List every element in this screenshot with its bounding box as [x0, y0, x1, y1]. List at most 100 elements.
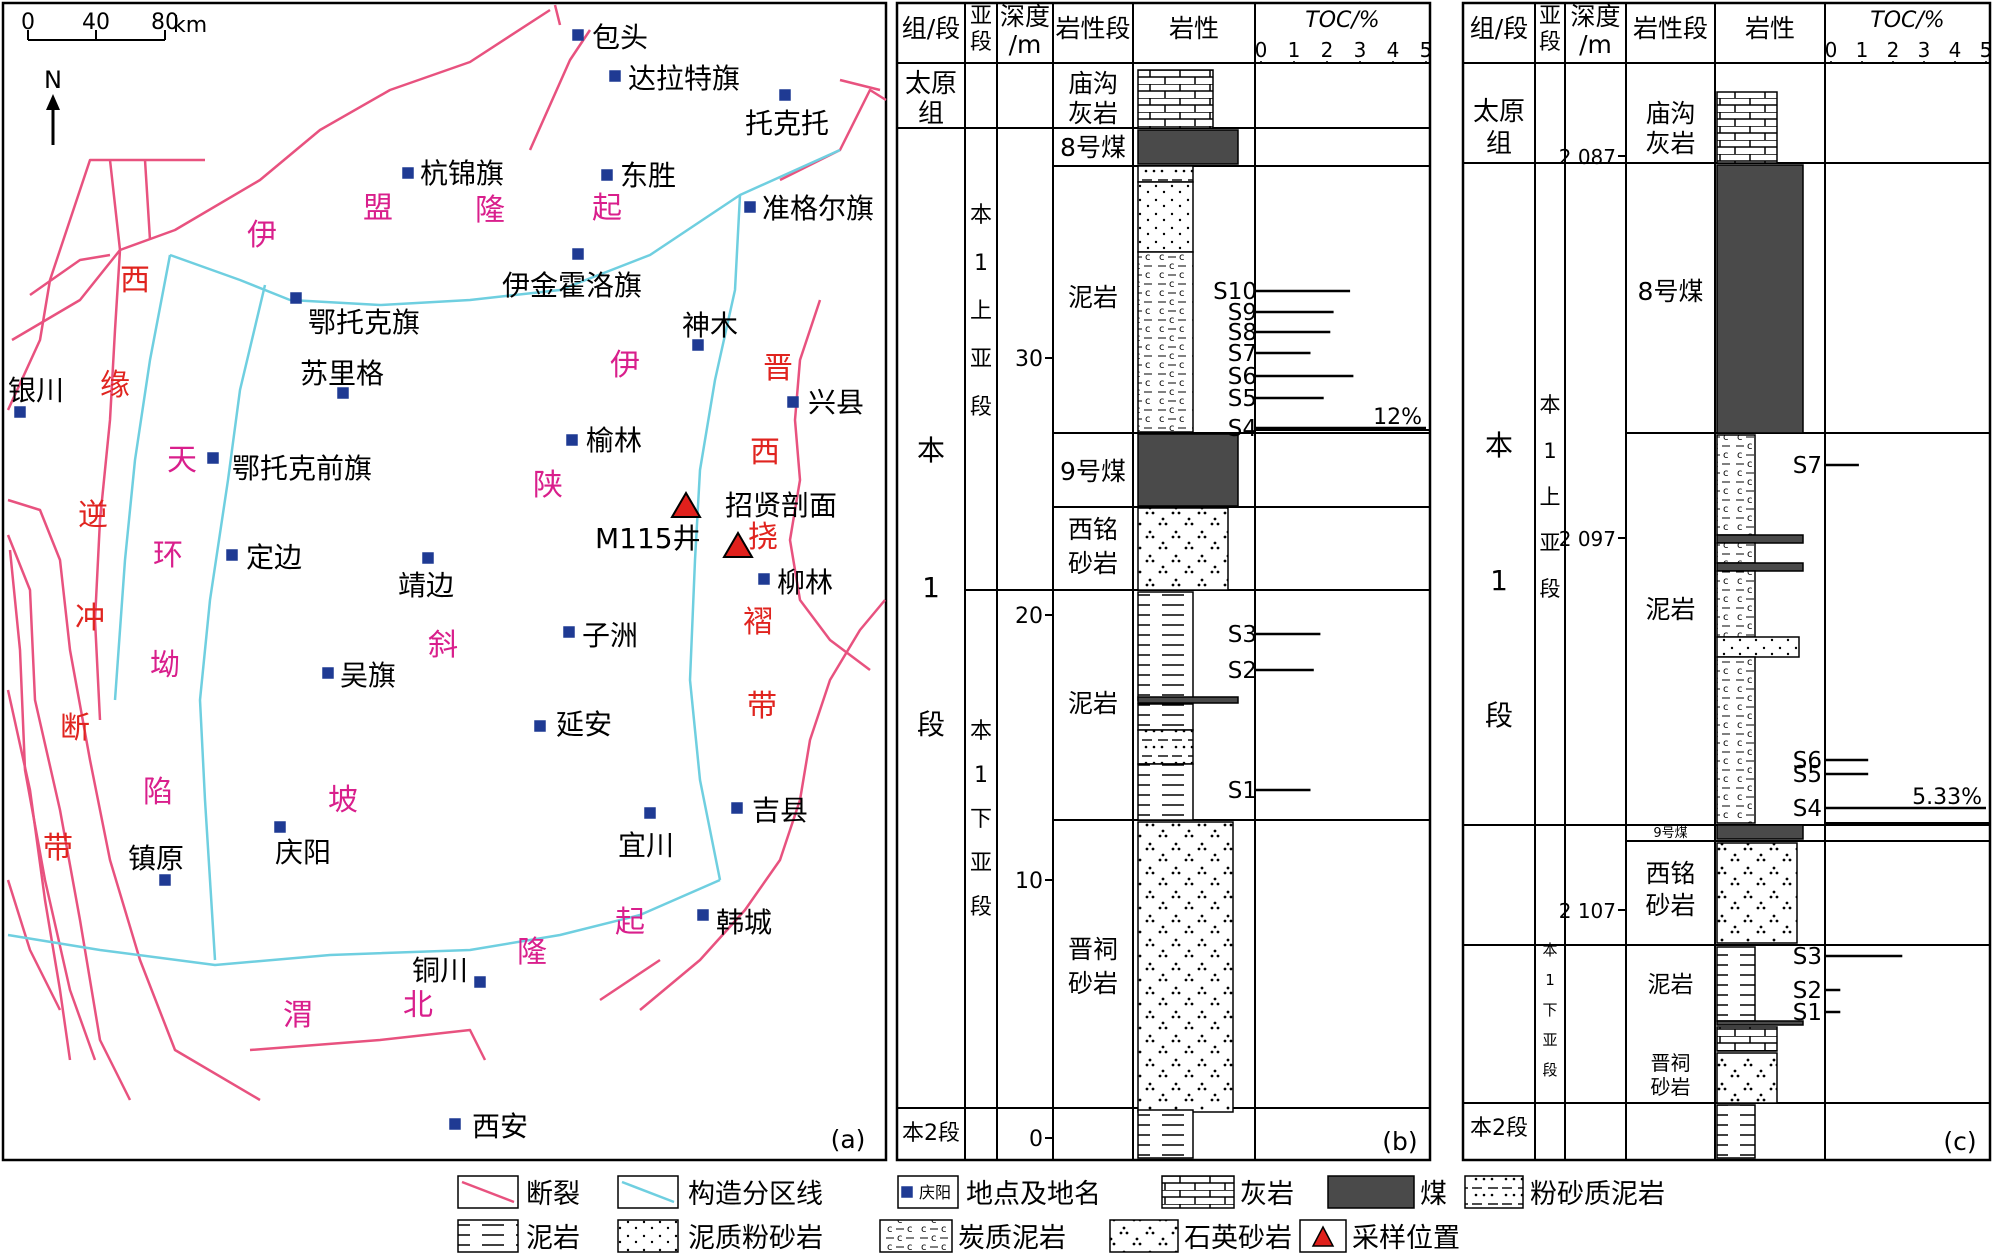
member-below-label: 本2段 — [1470, 1116, 1528, 1141]
submember-label: 段 — [1542, 1061, 1557, 1079]
submember-label: 本 — [970, 719, 992, 744]
lith-unit-label: 9号煤 — [1060, 457, 1126, 486]
legend-label: 地点及地名 — [966, 1179, 1101, 1210]
region-label: 挠 — [748, 520, 778, 555]
tectonic-boundary-line — [198, 284, 267, 961]
lith-unit-label: 8号煤 — [1060, 133, 1126, 162]
scale-tick-label: 40 — [82, 10, 110, 35]
region-label: 西 — [750, 435, 780, 470]
header-formation: 组/段 — [1470, 14, 1528, 43]
city-label: 伊金霍洛旗 — [502, 269, 642, 302]
region-label: 环 — [153, 538, 183, 573]
submember-label: 1 — [974, 251, 988, 276]
region-label: 天 — [167, 443, 197, 478]
region-label: 西 — [120, 263, 150, 298]
muddy-siltstone-block — [1137, 181, 1194, 253]
coal-block — [1716, 1020, 1804, 1026]
legend-fault-line — [461, 1180, 515, 1204]
sample-label: S8 — [1228, 320, 1257, 346]
sample-label: S10 — [1213, 279, 1257, 305]
legend-label: 粉砂质泥岩 — [1530, 1179, 1665, 1210]
header-submember: 亚 — [1539, 4, 1561, 29]
sample-label: S1 — [1228, 778, 1257, 804]
region-label: 伊 — [610, 348, 640, 383]
sampling-location-icon — [670, 491, 702, 518]
legend-label: 灰岩 — [1240, 1179, 1294, 1210]
carbonaceous-mudstone-block — [1716, 434, 1756, 536]
fault-line — [639, 599, 886, 1011]
fault-line — [143, 159, 152, 241]
region-label: 冲 — [75, 601, 105, 636]
member-below-label: 本2段 — [902, 1121, 960, 1146]
sample-label: S7 — [1228, 341, 1257, 367]
legend: 断裂构造分区线庆阳地点及地名灰岩煤粉砂质泥岩泥岩泥质粉砂岩炭质泥岩石英砂岩采样位… — [457, 1175, 1665, 1254]
submember-label: 亚 — [1540, 531, 1561, 555]
site-marker — [744, 201, 756, 213]
city-label: 镇原 — [128, 842, 184, 875]
sample-label: S2 — [1793, 978, 1822, 1004]
site-marker — [422, 552, 434, 564]
site-marker — [566, 434, 578, 446]
mudstone-block — [1137, 591, 1194, 701]
region-label: 北 — [403, 988, 433, 1023]
silty-mudstone-block — [1137, 729, 1194, 765]
depth-label: 20 — [1015, 604, 1043, 629]
legend-boundary-swatch — [617, 1175, 679, 1209]
sample-label: S4 — [1793, 796, 1822, 822]
fault-line — [839, 78, 881, 92]
fault-line — [249, 1028, 487, 1061]
header-submember: 段 — [1539, 30, 1561, 55]
region-label: 陷 — [143, 775, 173, 810]
site-marker — [159, 874, 171, 886]
sample-label: S7 — [1793, 453, 1822, 479]
city-label: 东胜 — [620, 159, 676, 192]
header-submember: 段 — [970, 30, 992, 55]
scale-tick-label: 80 — [151, 10, 179, 35]
scale-tick-label: 0 — [21, 10, 35, 35]
city-label: 庆阳 — [275, 836, 331, 869]
header-lith-unit: 岩性段 — [1633, 14, 1708, 43]
city-label: 吉县 — [752, 794, 808, 827]
formation-label: 太原 — [1473, 97, 1525, 127]
site-marker — [290, 292, 302, 304]
panel-label-a: (a) — [831, 1125, 866, 1154]
legend-label: 构造分区线 — [688, 1179, 823, 1210]
city-label: 托克托 — [745, 107, 829, 140]
region-label: 起 — [592, 191, 622, 226]
member-label: 段 — [1485, 699, 1513, 732]
lith-unit-label: 灰岩 — [1068, 99, 1118, 128]
coal-block — [1716, 164, 1804, 434]
tectonic-boundary-line — [7, 878, 721, 967]
submember-label: 上 — [1540, 485, 1561, 509]
sample-label: S4 — [1228, 416, 1257, 442]
fault-line — [6, 534, 132, 1101]
coal-block — [1716, 824, 1804, 840]
fault-line — [779, 88, 887, 182]
site-marker — [779, 89, 791, 101]
region-label: 断 — [60, 711, 90, 746]
sample-label: S3 — [1228, 622, 1257, 648]
toc-tick-label: 1 — [1288, 38, 1301, 62]
depth-label: 2 107 — [1559, 899, 1616, 923]
toc-tick-label: 1 — [1856, 38, 1869, 62]
depth-label: 0 — [1029, 1127, 1043, 1152]
legend-quartz-sandstone-swatch — [1109, 1219, 1179, 1253]
lith-unit-label: 灰岩 — [1645, 129, 1695, 158]
site-marker — [644, 807, 656, 819]
depth-label: 2 087 — [1559, 145, 1616, 169]
city-label: 达拉特旗 — [628, 62, 740, 95]
site-marker — [787, 396, 799, 408]
site-marker — [609, 70, 621, 82]
lith-unit-label: 西铭 — [1068, 515, 1118, 544]
north-arrow-icon: N — [44, 66, 62, 145]
lith-unit-label: 晋祠 — [1651, 1051, 1691, 1075]
carbonaceous-mudstone-block — [1716, 656, 1756, 824]
region-label: 隆 — [517, 935, 547, 970]
region-label: 缘 — [100, 368, 130, 403]
city-label: 韩城 — [716, 906, 772, 939]
site-marker — [731, 802, 743, 814]
header-lithology: 岩性 — [1169, 14, 1219, 43]
carbonaceous-mudstone-block — [1716, 570, 1756, 638]
quartz-sandstone-block — [1716, 1052, 1778, 1104]
